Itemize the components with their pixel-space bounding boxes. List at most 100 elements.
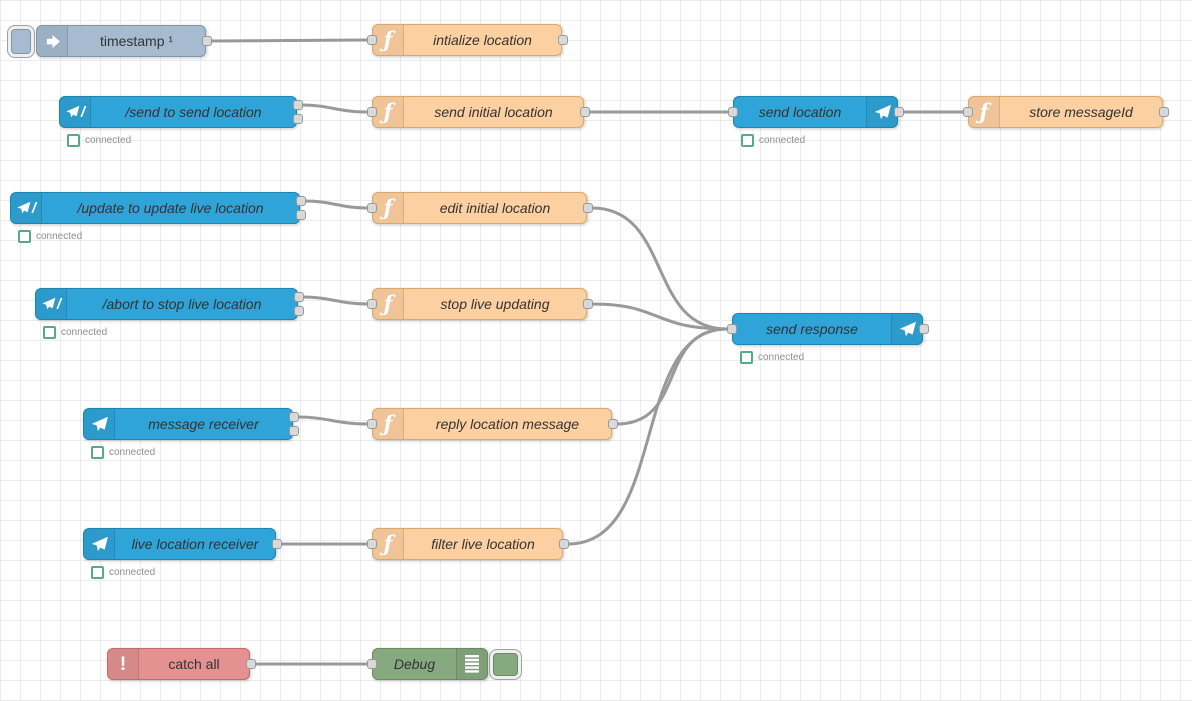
node-label: intialize location [433,32,532,48]
telegram-plane-icon [866,97,897,127]
telegram-plane-icon [84,409,115,439]
output-port-0[interactable] [292,99,303,110]
node-telegram-receiver-live-location[interactable]: live location receiver [83,528,282,560]
node-label: catch all [168,656,220,672]
function-f-icon: ƒ [373,409,404,439]
input-port[interactable] [366,34,377,45]
node-label: /update to update live location [77,200,264,216]
output-port-0[interactable] [579,106,590,117]
node-label: reply location message [435,416,580,432]
node-status: connected [67,134,131,147]
wire-function-edit-initial-location-to-telegram-sender-send-response[interactable] [590,206,729,331]
node-label: /send to send location [125,104,262,120]
node-status: connected [18,230,82,243]
node-debug[interactable]: Debug [366,648,522,680]
node-function-reply-location-message[interactable]: ƒ reply location message [366,408,618,440]
node-telegram-command-abort[interactable]: //abort to stop live location [35,288,304,320]
node-status: connected [43,326,107,339]
input-port[interactable] [727,106,738,117]
output-port-0[interactable] [271,538,282,549]
input-port[interactable] [366,202,377,213]
status-text: connected [759,135,806,146]
input-port[interactable] [726,323,737,334]
wire-telegram-command-abort-to-function-stop-live-updating[interactable] [301,295,369,306]
node-telegram-sender-send-response[interactable]: send response [726,313,929,345]
function-f-icon: ƒ [373,193,404,223]
output-port-0[interactable] [607,418,618,429]
node-telegram-sender-send-location[interactable]: send location [727,96,904,128]
output-port-0[interactable] [201,35,212,46]
node-telegram-receiver-message[interactable]: message receiver [83,408,299,440]
output-port-0[interactable] [918,323,929,334]
output-port-1[interactable] [292,113,303,124]
output-port-0[interactable] [558,538,569,549]
inject-arrow-icon [37,26,68,56]
status-text: connected [85,135,132,146]
input-port[interactable] [366,106,377,117]
output-port-0[interactable] [893,106,904,117]
wire-inject-timestamp-to-function-intialize-location[interactable] [209,38,369,43]
node-telegram-command-update[interactable]: / /update to update live location [10,192,306,224]
status-text: connected [61,327,108,338]
wire-telegram-command-update-to-function-edit-initial-location[interactable] [303,199,369,210]
wire-telegram-receiver-message-to-function-reply-location-message[interactable] [296,415,369,426]
wire-telegram-command-send-to-function-send-initial-location[interactable] [300,103,369,114]
node-catch-all[interactable]: !catch all [107,648,256,680]
status-text: connected [109,447,156,458]
input-port[interactable] [366,658,377,669]
status-ring-icon [91,446,104,459]
output-port-1[interactable] [288,425,299,436]
status-text: connected [36,231,83,242]
status-ring-icon [91,566,104,579]
output-port-1[interactable] [293,305,304,316]
function-f-icon: ƒ [373,529,404,559]
function-f-icon: ƒ [373,289,404,319]
button-inner [493,653,518,676]
status-ring-icon [741,134,754,147]
node-label: timestamp ¹ [99,33,174,49]
output-port-1[interactable] [295,209,306,220]
telegram-plane-slash-icon: / [60,97,91,127]
telegram-plane-slash-icon: / [36,289,67,319]
status-ring-icon [43,326,56,339]
input-port[interactable] [366,418,377,429]
function-f-icon: ƒ [969,97,1000,127]
output-port-0[interactable] [288,411,299,422]
button-inner [11,29,31,54]
node-label: send response [766,321,858,337]
wire-function-stop-live-updating-to-telegram-sender-send-response[interactable] [590,302,729,331]
input-port[interactable] [962,106,973,117]
node-status: connected [740,351,804,364]
node-inject-timestamp[interactable]: timestamp ¹ [7,25,212,58]
output-port-0[interactable] [582,298,593,309]
debug-toggle-button[interactable] [489,649,522,680]
telegram-plane-icon [891,314,922,344]
telegram-plane-icon [84,529,115,559]
output-port-0[interactable] [293,291,304,302]
status-ring-icon [740,351,753,364]
input-port[interactable] [366,538,377,549]
output-port-0[interactable] [245,658,256,669]
wire-function-reply-location-message-to-telegram-sender-send-response[interactable] [615,327,729,426]
wire-function-filter-live-location-to-telegram-sender-send-response[interactable] [566,327,729,546]
node-label: send initial location [434,104,553,120]
output-port-0[interactable] [295,195,306,206]
status-text: connected [758,352,805,363]
output-port-0[interactable] [557,34,568,45]
output-port-0[interactable] [1158,106,1169,117]
telegram-plane-slash-icon: / [11,193,42,223]
node-label: live location receiver [131,536,259,552]
node-telegram-command-send[interactable]: / /send to send location [59,96,303,128]
inject-button[interactable] [7,25,35,58]
node-label: message receiver [148,416,259,432]
output-port-0[interactable] [582,202,593,213]
input-port[interactable] [366,298,377,309]
node-label: send location [758,104,842,120]
